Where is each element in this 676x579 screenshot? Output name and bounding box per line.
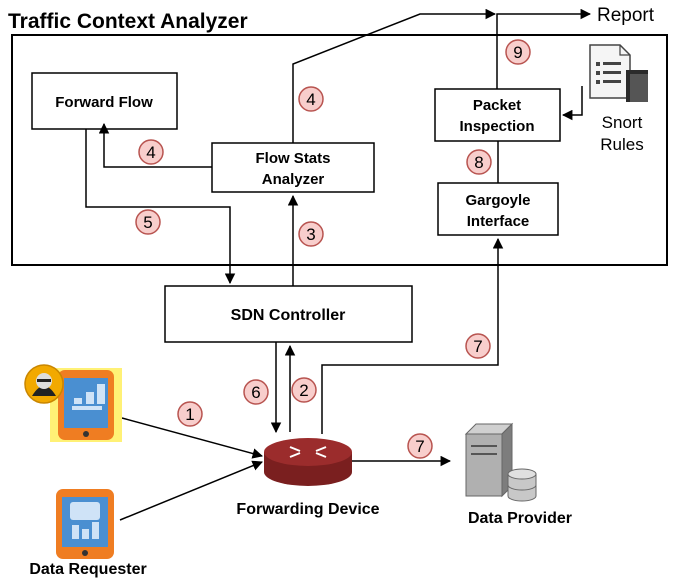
flow-stats-analyzer-node: Flow Stats Analyzer <box>211 142 375 193</box>
edge-snort-to-inspection <box>561 86 583 121</box>
data-requester-label: Data Requester <box>29 561 146 578</box>
database-icon <box>507 468 537 502</box>
step-badge: 4 <box>138 139 164 165</box>
step-badge: 6 <box>243 379 269 405</box>
server-icon <box>464 422 514 498</box>
diagram-title: Traffic Context Analyzer <box>8 10 248 33</box>
document-icon <box>589 44 648 102</box>
packet-inspection-node: Packet Inspection <box>434 88 561 142</box>
svg-text:2: 2 <box>299 381 308 400</box>
report-label: Report <box>597 5 655 26</box>
attacker-device <box>24 364 122 442</box>
forwarding-device-label: Forwarding Device <box>236 501 379 518</box>
step-badge: 2 <box>291 377 317 403</box>
snort-label-2: Rules <box>600 135 643 154</box>
edge-router-to-gargoyle <box>321 237 504 434</box>
flow-stats-label-1: Flow Stats <box>255 150 330 167</box>
step-badge: 4 <box>298 86 324 112</box>
svg-text:1: 1 <box>185 405 194 424</box>
gargoyle-interface-node: Gargoyle Interface <box>437 182 559 236</box>
data-provider-label: Data Provider <box>468 510 572 527</box>
attacker-icon <box>24 364 64 404</box>
edge-inspection-to-report <box>496 8 592 89</box>
step-badge: 7 <box>407 433 433 459</box>
svg-text:4: 4 <box>306 90 315 109</box>
svg-text:8: 8 <box>474 153 483 172</box>
packet-inspection-label-1: Packet <box>473 97 521 114</box>
svg-text:7: 7 <box>473 337 482 356</box>
step-badge: 8 <box>466 149 492 175</box>
sdn-controller-label: SDN Controller <box>231 307 346 324</box>
edge-stats-to-forward <box>98 122 212 168</box>
packet-inspection-label-2: Inspection <box>459 118 534 135</box>
svg-text:6: 6 <box>251 383 260 402</box>
step-badge: 1 <box>177 401 203 427</box>
forward-flow-label: Forward Flow <box>55 94 153 111</box>
step-badge: 7 <box>465 333 491 359</box>
step-badge: 3 <box>298 221 324 247</box>
router-icon <box>264 438 352 486</box>
edge-requester-to-router <box>119 460 263 521</box>
step-badge: 5 <box>135 209 161 235</box>
edge-forward-to-sdn <box>85 129 236 285</box>
edge-stats-to-report <box>292 8 497 143</box>
gargoyle-label-2: Interface <box>467 213 530 230</box>
svg-text:3: 3 <box>306 225 315 244</box>
svg-text:4: 4 <box>146 143 155 162</box>
flow-stats-label-2: Analyzer <box>262 171 325 188</box>
edge-attacker-to-router <box>121 417 264 459</box>
snort-label-1: Snort <box>602 113 643 132</box>
requester-device <box>56 489 114 559</box>
step-badge: 9 <box>505 39 531 65</box>
sdn-controller-node: SDN Controller <box>164 285 413 343</box>
svg-text:5: 5 <box>143 213 152 232</box>
forward-flow-node: Forward Flow <box>31 72 178 130</box>
svg-text:9: 9 <box>513 43 522 62</box>
gargoyle-label-1: Gargoyle <box>465 192 530 209</box>
svg-text:7: 7 <box>415 437 424 456</box>
